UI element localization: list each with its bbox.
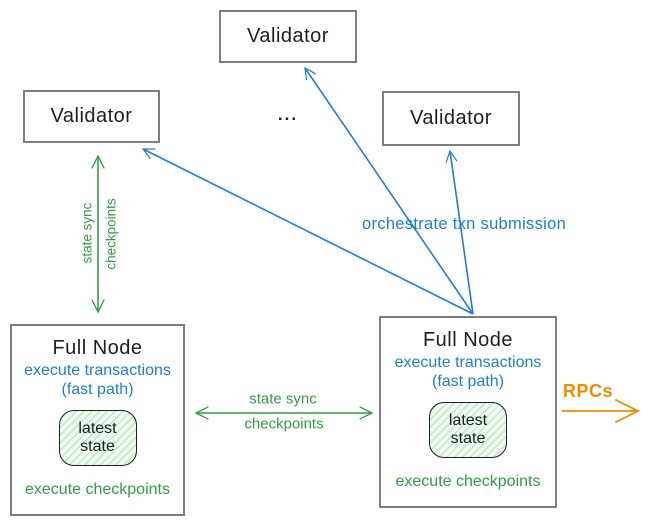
validator-node-top: Validator: [219, 10, 357, 63]
validator-node-right: Validator: [382, 91, 520, 146]
state-sync-horizontal-label-line1: state sync: [249, 390, 317, 408]
state-sync-horizontal-label-line2: checkpoints: [244, 415, 324, 433]
full-node-title: Full Node: [52, 337, 143, 359]
state-sync-vertical-label-line2: checkpoints: [103, 198, 119, 270]
full-node-right: Full Node execute transactions (fast pat…: [379, 316, 557, 508]
execute-checkpoints-label: execute checkpoints: [25, 481, 170, 498]
fast-path-label: (fast path): [61, 381, 134, 398]
latest-state-label: latest state: [448, 412, 488, 447]
more-validators-ellipsis: ...: [277, 105, 299, 124]
execute-checkpoints-label: execute checkpoints: [395, 473, 541, 490]
fast-path-label: (fast path): [431, 373, 505, 390]
latest-state-store: latest state: [429, 402, 507, 458]
validator-node-left: Validator: [23, 90, 160, 143]
rpcs-label: RPCs: [563, 381, 614, 401]
latest-state-label: latest state: [78, 420, 117, 455]
full-node-title: Full Node: [422, 329, 514, 351]
execute-transactions-label: execute transactions: [394, 354, 542, 371]
state-sync-vertical-label-line1: state sync: [79, 202, 95, 264]
validator-label: Validator: [410, 107, 492, 129]
validator-label: Validator: [247, 25, 329, 47]
latest-state-store: latest state: [58, 410, 137, 466]
validator-label: Validator: [50, 105, 133, 127]
execute-transactions-label: execute transactions: [24, 362, 171, 379]
full-node-left: Full Node execute transactions (fast pat…: [10, 324, 185, 516]
orchestrate-txn-submission-label: orchestrate txn submission: [362, 215, 567, 233]
